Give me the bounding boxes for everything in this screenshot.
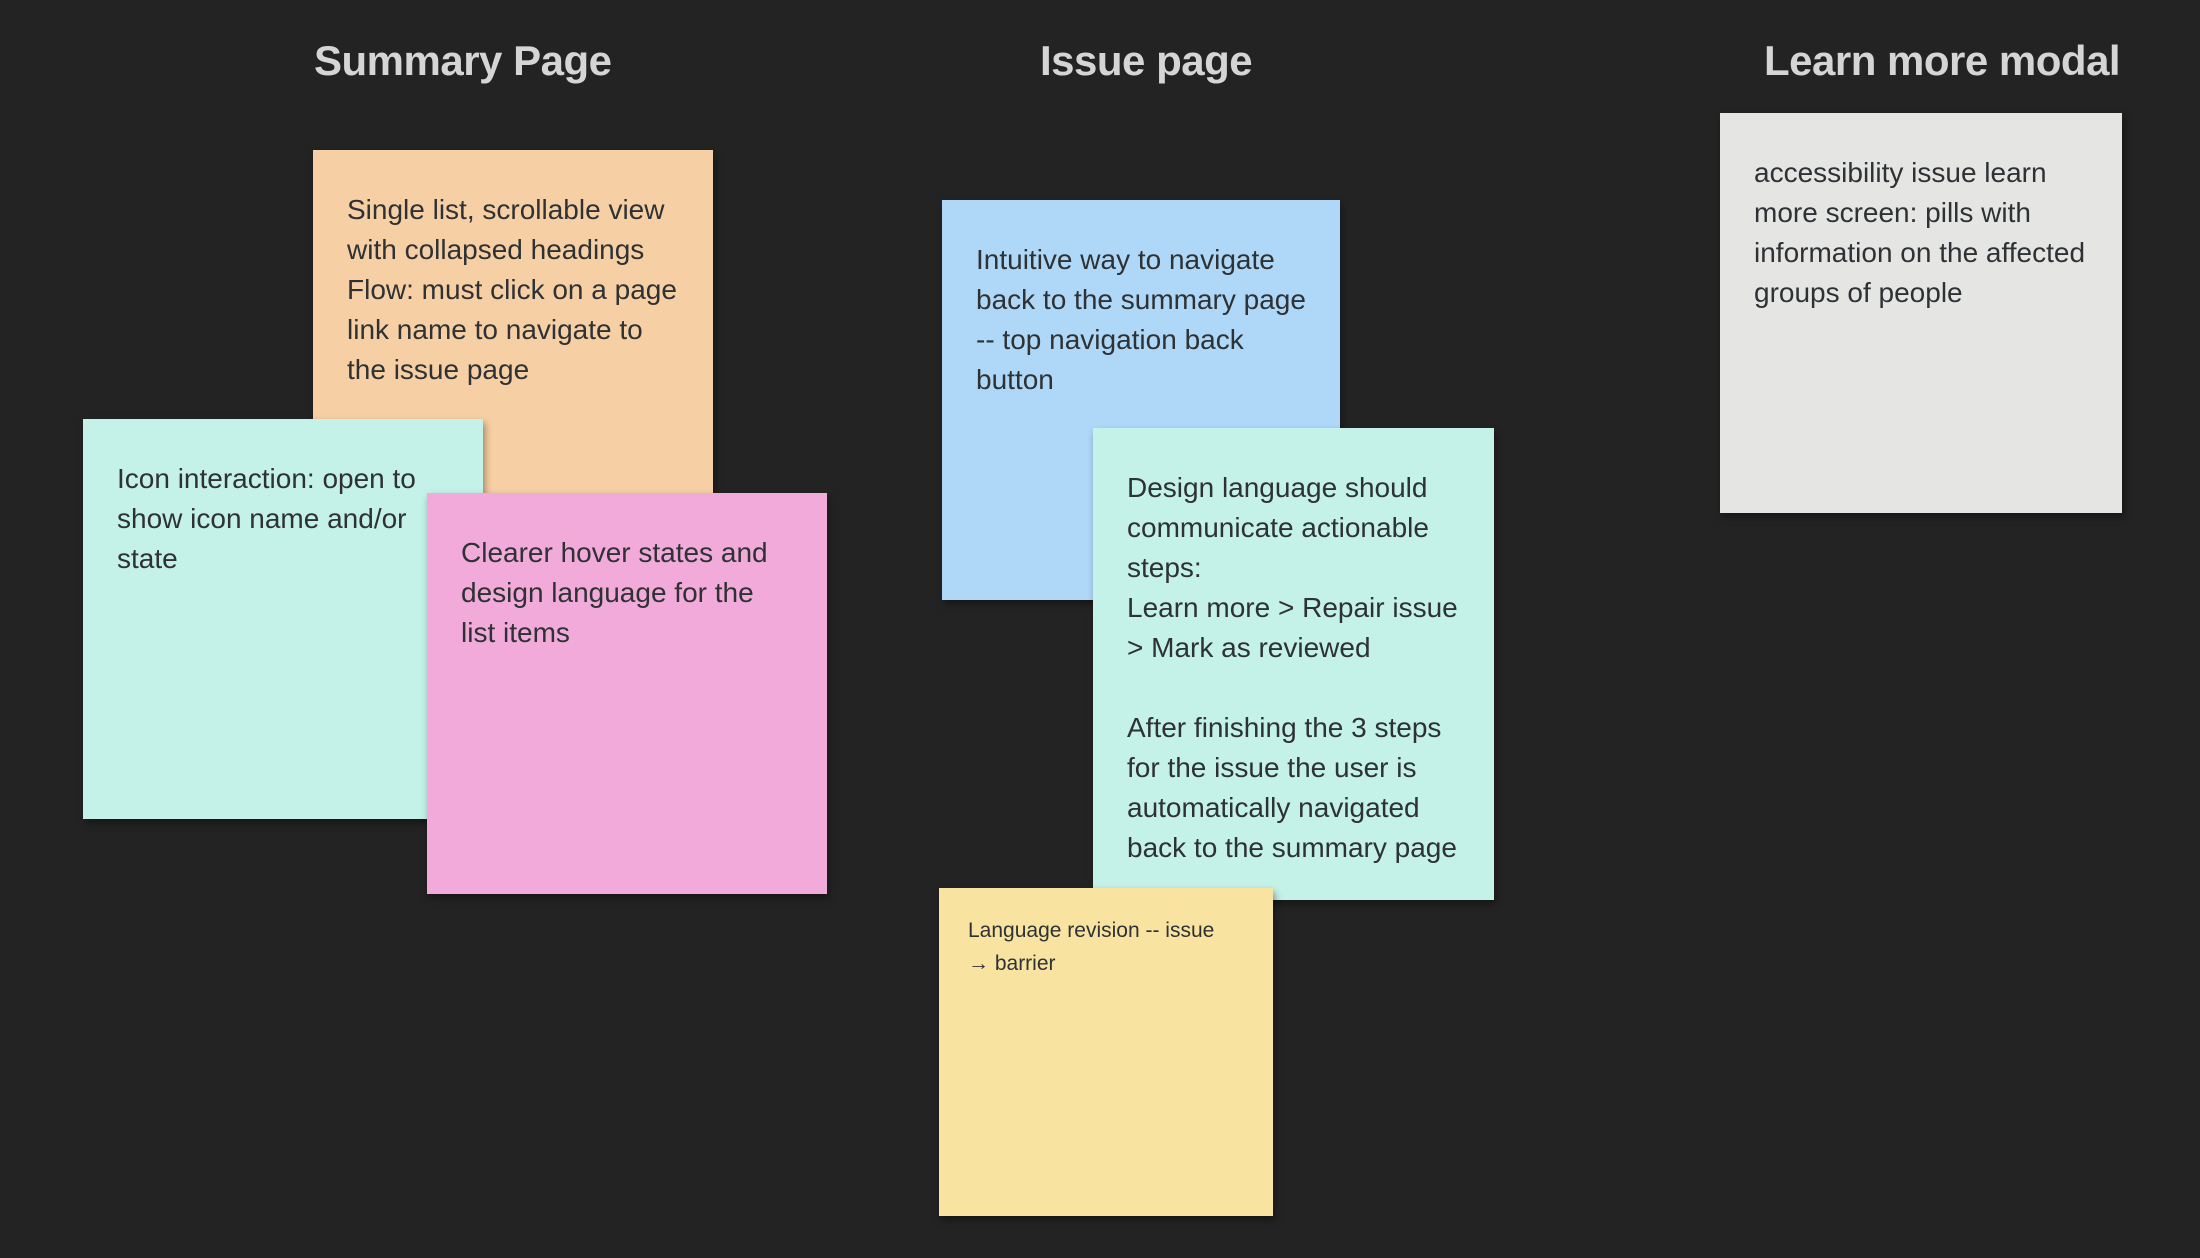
sticky-note-text: Design language should communicate actio… [1127,472,1458,863]
sticky-note-design-language-steps[interactable]: Design language should communicate actio… [1093,428,1494,900]
sticky-note-text: accessibility issue learn more screen: p… [1754,157,2086,308]
sticky-note-text: Intuitive way to navigate back to the su… [976,244,1306,395]
column-title-summary-page: Summary Page [314,37,612,84]
sticky-note-accessibility-pills[interactable]: accessibility issue learn more screen: p… [1720,113,2122,513]
sticky-note-text: Clearer hover states and design language… [461,537,768,648]
column-title-learn-more-modal: Learn more modal [1764,37,2121,84]
sticky-note-icon-interaction[interactable]: Icon interaction: open to show icon name… [83,419,483,819]
sticky-note-text: Single list, scrollable view with collap… [347,194,677,385]
sticky-note-text: Language revision -- issue → barrier [968,919,1215,975]
sticky-note-text: Icon interaction: open to show icon name… [117,463,416,574]
column-title-issue-page: Issue page [1040,37,1253,84]
sticky-note-hover-states[interactable]: Clearer hover states and design language… [427,493,827,894]
sticky-note-language-revision[interactable]: Language revision -- issue → barrier [939,888,1273,1216]
